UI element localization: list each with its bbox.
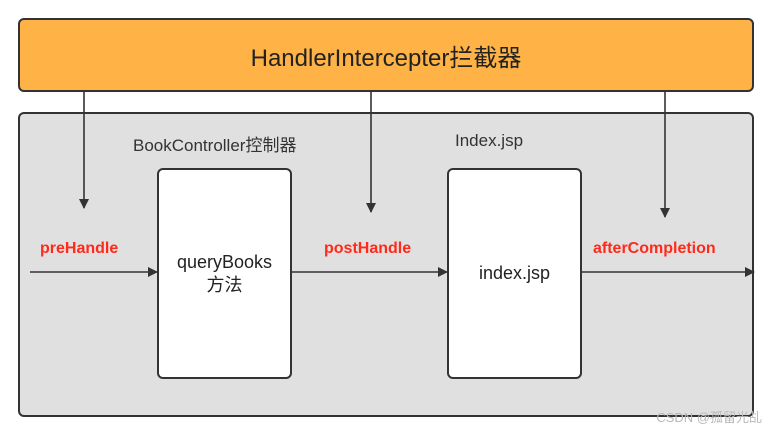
method-suffix: 方法 [206, 274, 243, 295]
controller-label: BookController控制器 [133, 136, 297, 155]
aftercompletion-label: afterCompletion [593, 240, 716, 257]
posthandle-label: postHandle [324, 240, 412, 257]
view-label: Index.jsp [455, 131, 524, 150]
interceptor-bar: HandlerIntercepter拦截器 [18, 18, 754, 92]
interceptor-title: HandlerIntercepter拦截器 [250, 44, 522, 72]
controller-method-box: queryBooks 方法 [157, 168, 292, 379]
method-name: queryBooks [176, 252, 273, 272]
prehandle-label: preHandle [40, 240, 119, 257]
watermark: CSDN @孤留光乩 [656, 410, 762, 425]
container-panel [18, 112, 754, 417]
view-page-name: index.jsp [478, 263, 551, 284]
view-page-box: index.jsp [447, 168, 582, 379]
